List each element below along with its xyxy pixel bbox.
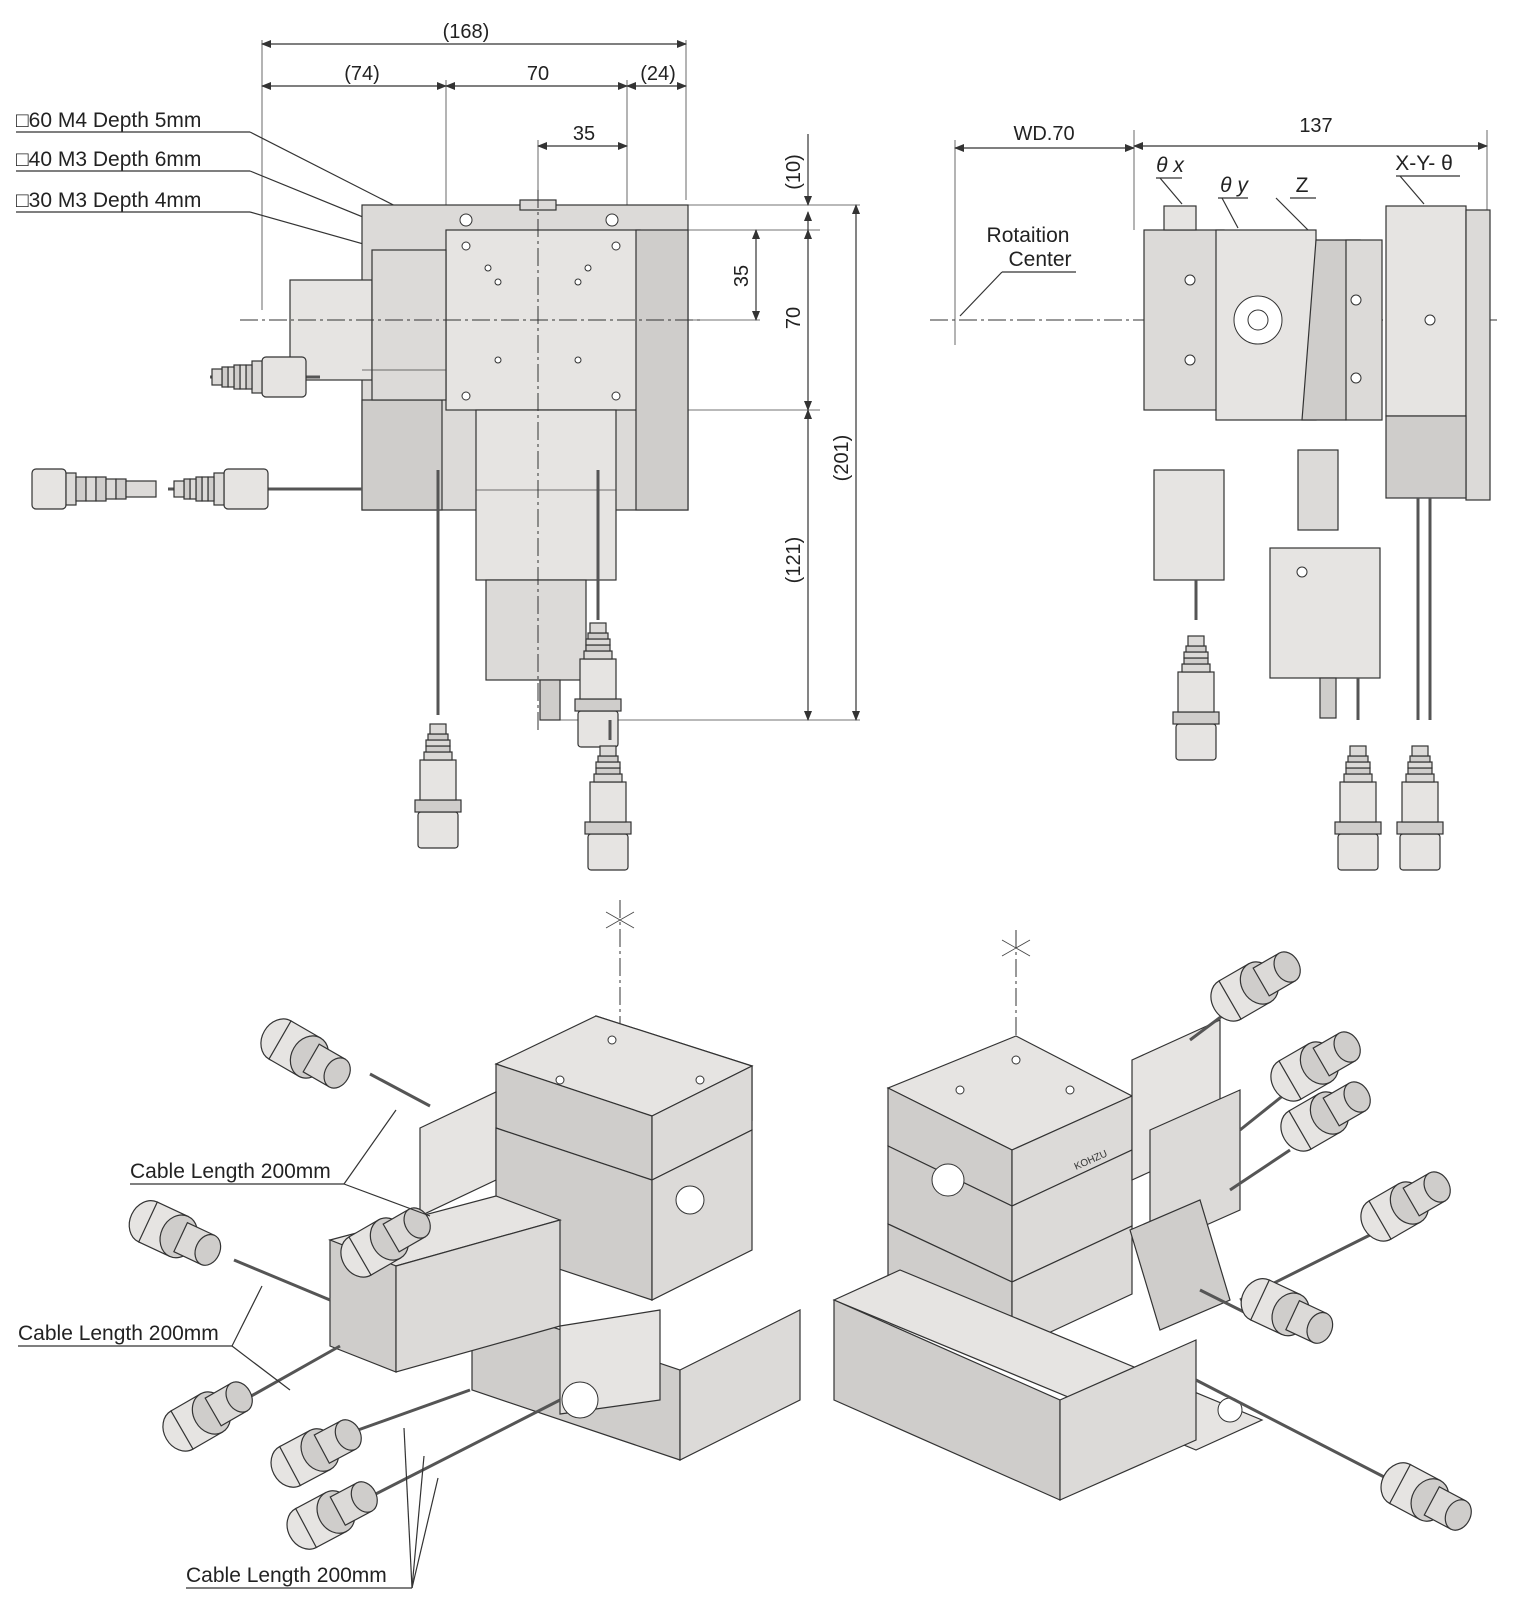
iso-view-right: KOHZU	[832, 930, 1480, 1541]
note-40: □40 M3 Depth 6mm	[16, 148, 201, 171]
front-view: (168) (74) 70 (24) 35 (10) 35 70 (121) (…	[16, 21, 860, 871]
iso-view-left: Cable Length 200mm Cable Length 200mm Ca…	[18, 900, 801, 1589]
dim-35-top: 35	[573, 123, 595, 145]
dim-70-side: 70	[783, 307, 805, 329]
dim-74: (74)	[344, 63, 380, 85]
mounting-holes	[459, 213, 621, 401]
dim-35-side: 35	[731, 265, 753, 287]
axis-z: Z	[1296, 174, 1309, 197]
cable-length-label-3: Cable Length 200mm	[186, 1564, 387, 1587]
note-60: □60 M4 Depth 5mm	[16, 109, 201, 132]
dim-121: (121)	[783, 537, 805, 584]
cable-length-label-1: Cable Length 200mm	[130, 1160, 331, 1183]
tapped-hole-notes: □60 M4 Depth 5mm □40 M3 Depth 6mm □30 M3…	[16, 109, 499, 283]
rotation-center-label-2: Center	[1008, 248, 1071, 271]
side-view: WD.70 137 Rotaition Center θ x θ y Z X-Y…	[930, 115, 1497, 871]
note-30: □30 M3 Depth 4mm	[16, 189, 201, 212]
axis-theta-y: θ y	[1220, 174, 1249, 197]
cable-length-label-2: Cable Length 200mm	[18, 1322, 219, 1345]
axis-theta-x: θ x	[1156, 154, 1185, 177]
dim-wd70: WD.70	[1013, 123, 1074, 145]
dim-24: (24)	[640, 63, 676, 85]
dim-70-top: 70	[527, 63, 549, 85]
axis-xy-theta: X-Y- θ	[1395, 152, 1453, 175]
dim-168: (168)	[443, 21, 490, 43]
dim-137: 137	[1299, 115, 1332, 137]
rotation-center-label-1: Rotaition	[987, 224, 1070, 247]
dim-10: (10)	[783, 154, 805, 190]
dim-201: (201)	[831, 435, 853, 482]
